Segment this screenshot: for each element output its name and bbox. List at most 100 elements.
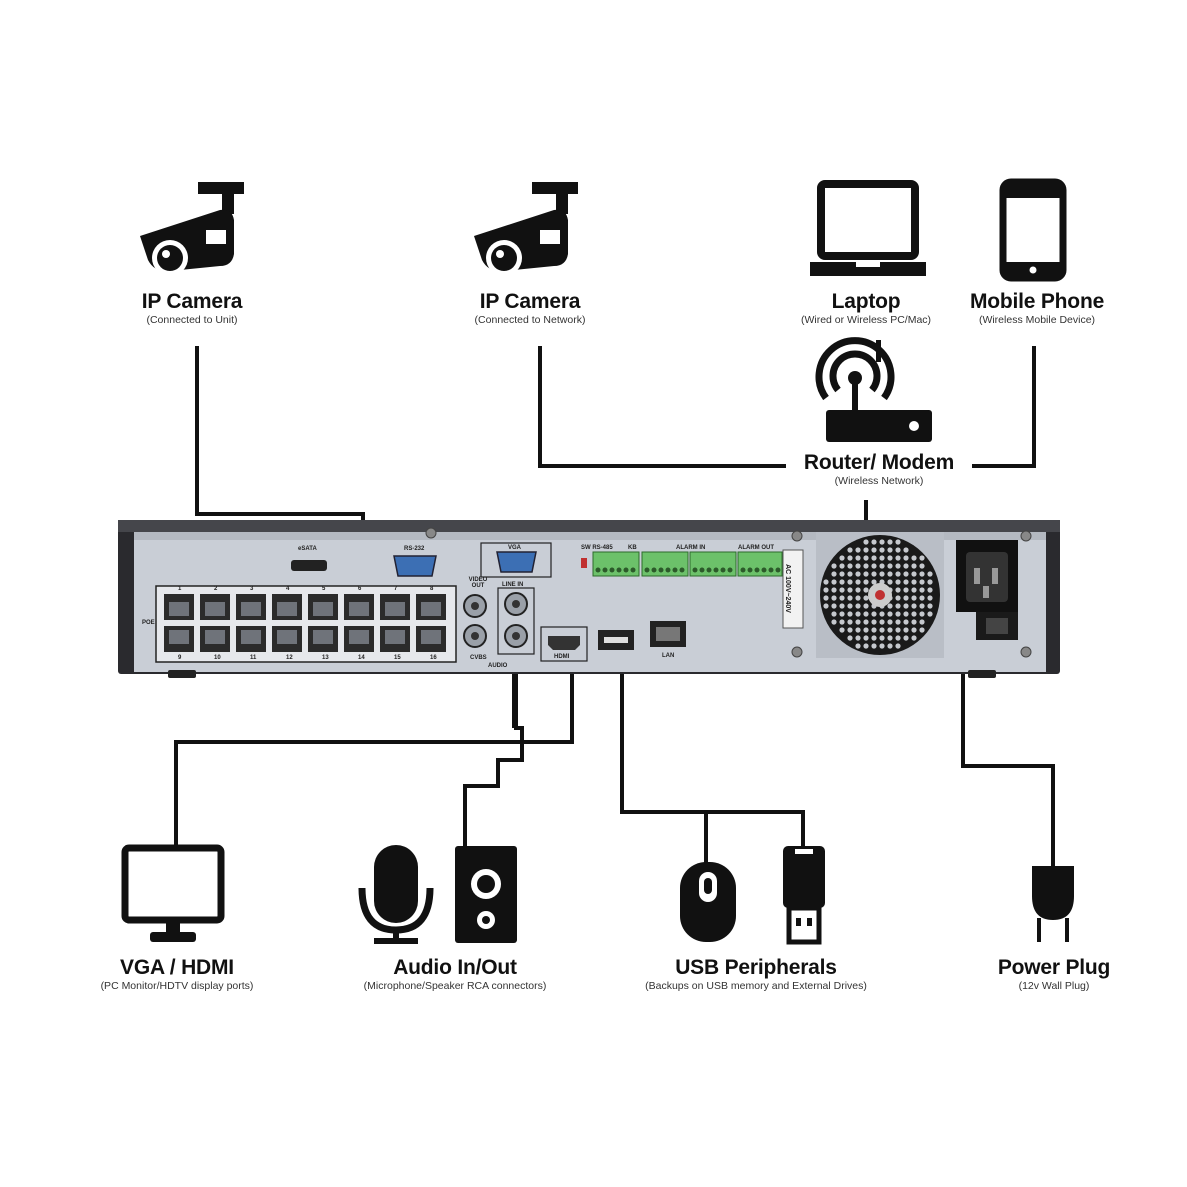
fan-grille-hole bbox=[839, 563, 845, 569]
audio-subtitle: (Microphone/Speaker RCA connectors) bbox=[363, 980, 547, 992]
fan-grille-hole bbox=[879, 619, 885, 625]
fan-grille-hole bbox=[887, 627, 893, 633]
terminal-screw bbox=[775, 567, 781, 573]
laptop-subtitle: (Wired or Wireless PC/Mac) bbox=[800, 314, 932, 326]
fan-grille-hole bbox=[895, 571, 901, 577]
terminal-screw bbox=[720, 567, 726, 573]
fan-grille-hole bbox=[895, 603, 901, 609]
fan-grille-hole bbox=[847, 595, 853, 601]
port-number: 6 bbox=[358, 586, 362, 592]
rs232-label: RS-232 bbox=[404, 546, 425, 552]
fan-grille-hole bbox=[879, 627, 885, 633]
fan-grille-hole bbox=[895, 627, 901, 633]
fan-grille-hole bbox=[871, 627, 877, 633]
fan-grille-hole bbox=[911, 563, 917, 569]
fan-grille-hole bbox=[855, 627, 861, 633]
cvbs-label: CVBS bbox=[470, 655, 487, 661]
fan-grille-hole bbox=[871, 539, 877, 545]
ip-camera-network-icon bbox=[474, 182, 578, 276]
alarm-out-label: ALARM OUT bbox=[738, 545, 774, 551]
fan-grille-hole bbox=[847, 579, 853, 585]
terminal-screw bbox=[644, 567, 650, 573]
fan-grille-hole bbox=[919, 619, 925, 625]
fan-grille-hole bbox=[839, 611, 845, 617]
port-number: 9 bbox=[178, 655, 182, 661]
fan-grille-hole bbox=[855, 563, 861, 569]
fan-grille-hole bbox=[919, 595, 925, 601]
line-ip-camera-network bbox=[538, 346, 786, 468]
fan-grille-hole bbox=[887, 643, 893, 649]
port-number: 14 bbox=[358, 655, 365, 661]
fan-grille-hole bbox=[903, 635, 909, 641]
fan-grille-hole bbox=[903, 611, 909, 617]
fan-grille-hole bbox=[847, 587, 853, 593]
router-icon bbox=[815, 337, 932, 442]
fan-grille-hole bbox=[855, 579, 861, 585]
fan-grille-hole bbox=[855, 619, 861, 625]
fan-grille-hole bbox=[871, 619, 877, 625]
fan-grille-hole bbox=[911, 571, 917, 577]
fan-grille-hole bbox=[863, 547, 869, 553]
terminal-screws bbox=[595, 567, 781, 573]
terminal-screw bbox=[747, 567, 753, 573]
fan-grille-hole bbox=[919, 571, 925, 577]
fan-grille-hole bbox=[903, 627, 909, 633]
fan-grille-hole bbox=[903, 579, 909, 585]
fan-grille-hole bbox=[879, 539, 885, 545]
fan-grille-hole bbox=[823, 587, 829, 593]
terminal-screw bbox=[630, 567, 636, 573]
fan-grille-hole bbox=[879, 555, 885, 561]
audio-title: Audio In/Out bbox=[393, 956, 517, 979]
mobile-phone-label: Mobile Phone (Wireless Mobile Device) bbox=[970, 290, 1104, 326]
router-subtitle: (Wireless Network) bbox=[834, 475, 924, 487]
port-number: 11 bbox=[250, 655, 257, 661]
fan-grille-hole bbox=[895, 539, 901, 545]
fan-grille-hole bbox=[855, 555, 861, 561]
fan-grille-hole bbox=[919, 579, 925, 585]
terminal-screw bbox=[754, 567, 760, 573]
fan-grille-hole bbox=[903, 547, 909, 553]
port-number: 2 bbox=[214, 586, 218, 592]
fan-grille-hole bbox=[919, 587, 925, 593]
fan-grille-hole bbox=[855, 635, 861, 641]
rj45-port-socket bbox=[241, 630, 261, 644]
fan-grille-hole bbox=[831, 595, 837, 601]
fan-grille-hole bbox=[903, 571, 909, 577]
fan-grille-hole bbox=[855, 611, 861, 617]
fan-grille-hole bbox=[895, 611, 901, 617]
laptop-label: Laptop (Wired or Wireless PC/Mac) bbox=[801, 290, 931, 326]
fan-grille-hole bbox=[847, 611, 853, 617]
poe-port-grid[interactable] bbox=[164, 594, 446, 652]
fan-grille bbox=[823, 539, 933, 649]
fan-grille-hole bbox=[887, 539, 893, 545]
fan-grille-hole bbox=[839, 603, 845, 609]
ip-camera-network-subtitle: (Connected to Network) bbox=[474, 314, 586, 326]
laptop-title: Laptop bbox=[831, 290, 901, 313]
fan-grille-hole bbox=[847, 563, 853, 569]
fan-grille-hole bbox=[839, 587, 845, 593]
rj45-port-socket bbox=[205, 630, 225, 644]
fan-grille-hole bbox=[887, 635, 893, 641]
port-number: 16 bbox=[430, 655, 437, 661]
fan-grille-hole bbox=[839, 619, 845, 625]
lan-port-label: LAN bbox=[662, 653, 675, 659]
fan-grille-hole bbox=[871, 635, 877, 641]
terminal-screw bbox=[713, 567, 719, 573]
fan-grille-hole bbox=[863, 563, 869, 569]
fan-grille-hole bbox=[911, 627, 917, 633]
mobile-phone-icon bbox=[999, 178, 1067, 282]
alarm-in-label: ALARM IN bbox=[676, 545, 706, 551]
fan-grille-hole bbox=[903, 563, 909, 569]
fan-grille-hole bbox=[839, 579, 845, 585]
fan-grille-hole bbox=[903, 587, 909, 593]
fan-grille-hole bbox=[919, 555, 925, 561]
voltage-label: AC 100V~240V bbox=[783, 564, 791, 613]
fan-grille-hole bbox=[895, 555, 901, 561]
port-number: 13 bbox=[322, 655, 329, 661]
usb-label: USB Peripherals (Backups on USB memory a… bbox=[645, 956, 867, 992]
terminal-screw bbox=[595, 567, 601, 573]
terminal-screw bbox=[699, 567, 705, 573]
fan-grille-hole bbox=[887, 555, 893, 561]
terminal-screw bbox=[679, 567, 685, 573]
rj45-port-socket bbox=[169, 630, 189, 644]
